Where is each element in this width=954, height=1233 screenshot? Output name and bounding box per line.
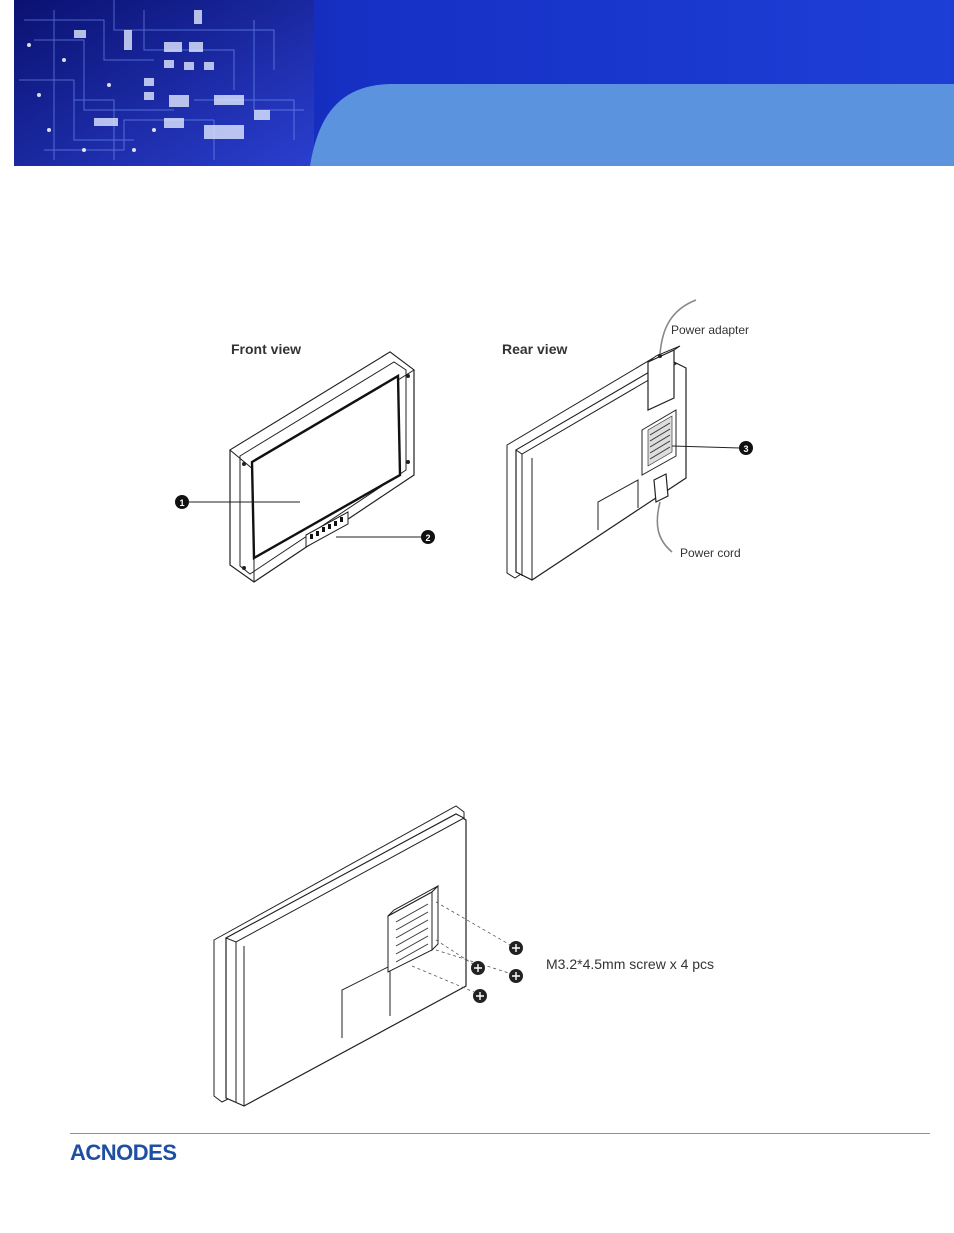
header-banner-graphic — [14, 0, 954, 166]
rear-view-drawing: Rear view Power adapter — [502, 300, 753, 580]
screw-spec-label: M3.2*4.5mm screw x 4 pcs — [546, 956, 714, 972]
header-curve-tab — [310, 84, 954, 166]
acnodes-logo: ACNODES — [68, 1136, 228, 1164]
circuit-board-image — [14, 0, 314, 166]
power-adapter-label: Power adapter — [671, 323, 749, 337]
logo-wordmark: ACNODES — [70, 1140, 177, 1164]
front-view-title: Front view — [231, 341, 301, 357]
figure-bracket-screws: M3.2*4.5mm screw x 4 pcs — [200, 790, 760, 1110]
header-banner — [14, 0, 954, 166]
screws-drawing — [471, 941, 523, 1003]
callout-3-number: 3 — [743, 444, 748, 454]
rear-view-title: Rear view — [502, 341, 567, 357]
callout-1-number: 1 — [179, 498, 184, 508]
power-cord-label: Power cord — [680, 546, 741, 560]
figure-front-rear-views: Front view 1 2 — [160, 290, 800, 600]
callout-2-number: 2 — [425, 533, 430, 543]
footer-divider — [70, 1133, 930, 1134]
front-view-drawing: Front view 1 2 — [175, 341, 435, 582]
